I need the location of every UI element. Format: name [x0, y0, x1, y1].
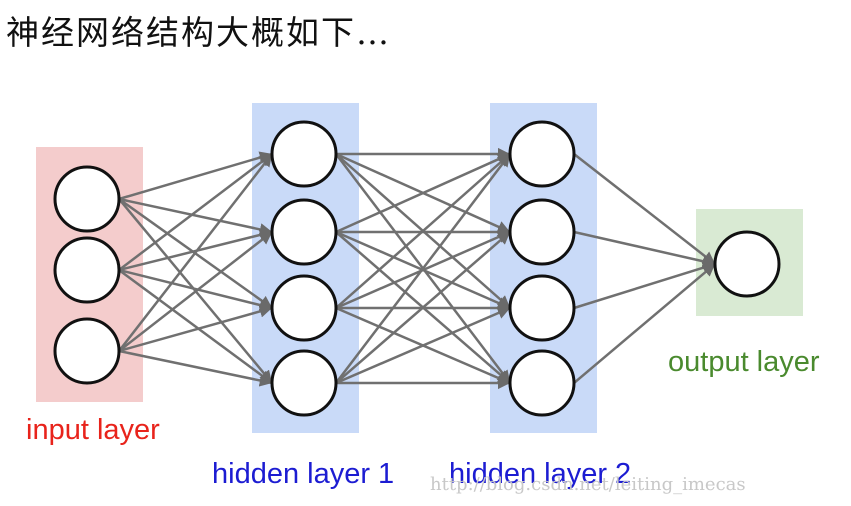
edge-input-1-to-hidden1-2	[118, 197, 273, 236]
edge-input-2-to-hidden1-1	[118, 153, 273, 271]
input-layer-label: input layer	[26, 414, 160, 446]
input-node-1	[53, 165, 121, 233]
edge-input-3-to-hidden1-3	[118, 305, 273, 353]
hidden-layer-1-label: hidden layer 1	[212, 458, 395, 490]
hidden2-node-2	[508, 198, 576, 266]
hidden2-node-4	[508, 349, 576, 417]
hidden1-node-2	[270, 198, 338, 266]
edge-input-1-to-hidden1-1	[118, 151, 273, 201]
page-heading: 神经网络结构大概如下…	[6, 13, 391, 52]
hidden2-node-1	[508, 120, 576, 188]
edge-hidden1-4-to-hidden2-3	[335, 307, 511, 385]
edge-hidden1-3-to-hidden2-1	[335, 153, 511, 309]
edge-input-2-to-hidden1-4	[118, 268, 273, 384]
edge-input-2-to-hidden1-3	[118, 268, 273, 312]
edge-input-3-to-hidden1-1	[118, 153, 273, 352]
output-layer-label: output layer	[668, 346, 820, 378]
hidden2-node-3	[508, 274, 576, 342]
edge-input-3-to-hidden1-2	[118, 231, 273, 352]
watermark: http://blog.csdn.net/leiting_imecas	[430, 474, 746, 495]
hidden-layer-2-label: hidden layer 2	[449, 458, 632, 490]
edge-hidden1-4-to-hidden2-1	[335, 153, 511, 384]
hidden1-node-4	[270, 349, 338, 417]
hidden1-node-1	[270, 120, 338, 188]
input-node-3	[53, 317, 121, 385]
hidden1-node-3	[270, 274, 338, 342]
edge-hidden2-4-to-output-1	[573, 263, 716, 384]
edge-hidden1-4-to-hidden2-2	[335, 231, 511, 384]
edge-hidden2-3-to-output-1	[573, 261, 716, 310]
edge-hidden2-1-to-output-1	[573, 153, 716, 265]
edge-hidden1-2-to-hidden2-1	[335, 153, 511, 234]
edge-hidden2-2-to-output-1	[573, 230, 716, 268]
edge-input-3-to-hidden1-4	[118, 349, 273, 387]
input-node-2	[53, 236, 121, 304]
output-node-1	[713, 230, 781, 298]
